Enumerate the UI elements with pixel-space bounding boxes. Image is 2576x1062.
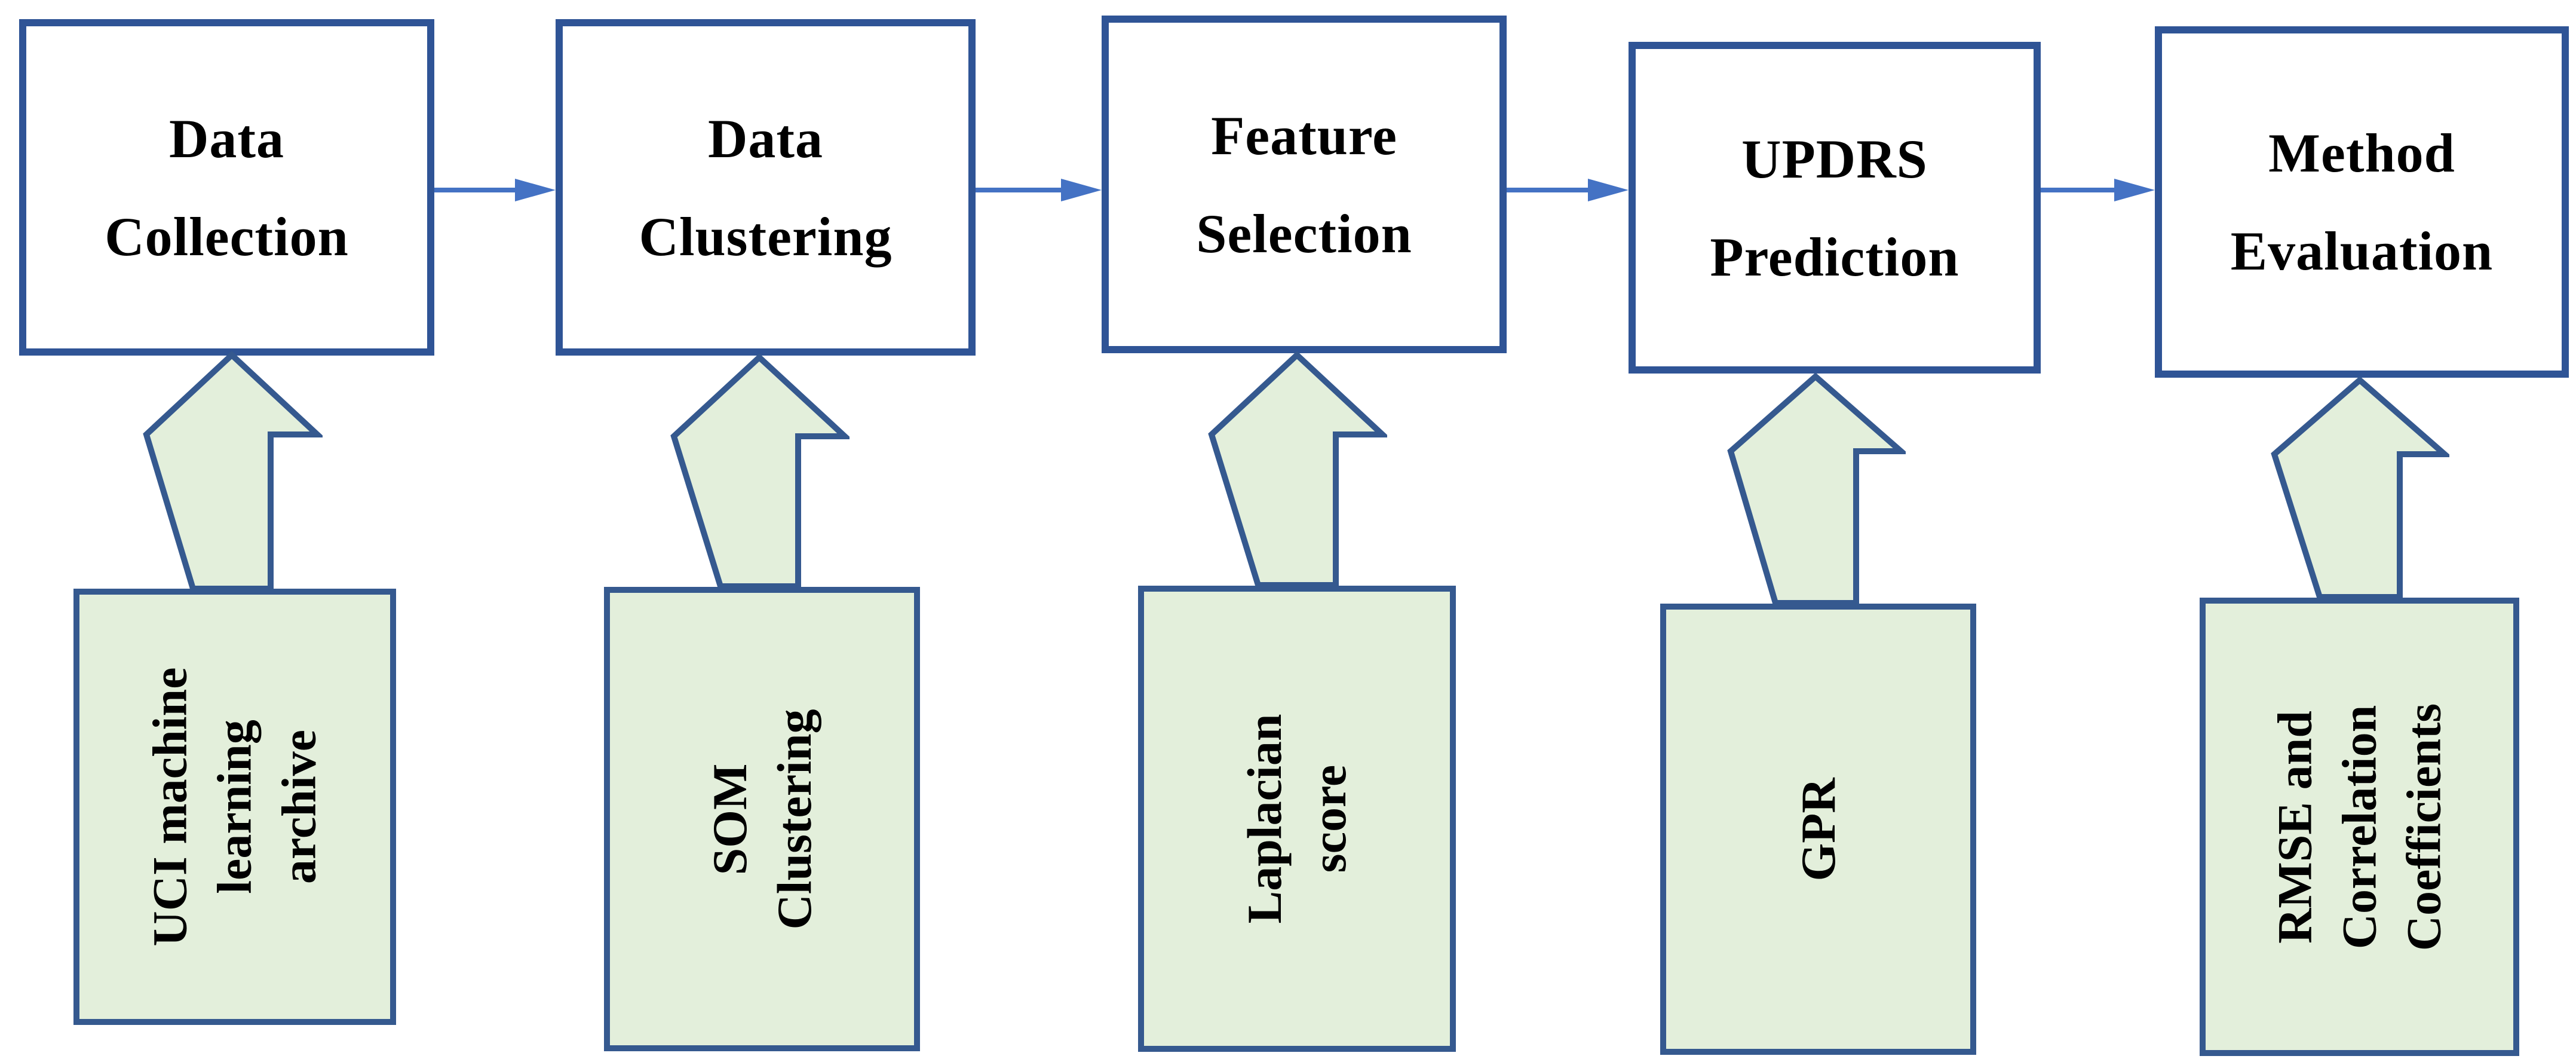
block-arrow-up-2: [670, 354, 850, 589]
connector-arrow-4-5: [2041, 179, 2155, 201]
stage-box-feature-selection: Feature Selection: [1102, 16, 1507, 353]
stage-label-line: UPDRS: [1741, 128, 1928, 189]
stage-box-data-clustering: Data Clustering: [556, 19, 976, 356]
source-label-line: Correlation: [2332, 705, 2387, 949]
source-label: GPR: [1786, 778, 1850, 881]
connector-arrow-1-2: [434, 179, 556, 201]
stage-box-updrs-prediction: UPDRS Prediction: [1629, 42, 2041, 374]
source-box-gpr: GPR: [1660, 604, 1976, 1055]
connector-arrow-2-3: [976, 179, 1102, 201]
source-label: UCI machine learning archive: [138, 668, 332, 947]
stage-label-line: Evaluation: [2230, 221, 2494, 281]
connector-arrow-3-4: [1507, 179, 1629, 201]
source-label-line: Laplacian: [1237, 714, 1292, 924]
source-label-line: archive: [272, 729, 327, 885]
stage-box-data-collection: Data Collection: [19, 19, 434, 356]
block-arrow-up-3: [1208, 351, 1387, 588]
stage-label-line: Data: [707, 108, 824, 169]
source-box-som-clustering: SOM Clustering: [604, 587, 920, 1051]
source-box-rmse-correlation: RMSE and Correlation Coefficients: [2200, 598, 2519, 1056]
source-label: SOM Clustering: [697, 709, 826, 929]
stage-label-line: Method: [2268, 123, 2455, 183]
block-arrow-up-5: [2271, 377, 2449, 600]
source-label: RMSE and Correlation Coefficients: [2262, 703, 2457, 950]
stage-label-line: Collection: [105, 206, 349, 267]
stage-label-line: Selection: [1196, 203, 1412, 264]
block-arrow-up-4: [1727, 373, 1906, 606]
source-label: Laplacian score: [1232, 714, 1361, 924]
block-arrow-up-1: [143, 351, 323, 592]
stage-box-method-evaluation: Method Evaluation: [2155, 26, 2569, 378]
stage-label-line: Data: [168, 108, 285, 169]
source-label-line: Clustering: [766, 709, 821, 929]
source-label-line: learning: [207, 720, 262, 894]
source-label-line: Coefficients: [2396, 703, 2451, 951]
source-box-laplacian-score: Laplacian score: [1138, 586, 1456, 1052]
source-box-uci-archive: UCI machine learning archive: [73, 589, 396, 1025]
stage-label-line: Clustering: [639, 206, 893, 267]
source-label-line: UCI machine: [142, 667, 197, 947]
source-label-line: SOM: [702, 763, 757, 875]
stage-label-line: Feature: [1211, 105, 1397, 166]
source-label-line: GPR: [1790, 777, 1845, 882]
stage-label-line: Prediction: [1710, 226, 1959, 287]
source-label-line: RMSE and: [2267, 710, 2322, 944]
source-label-line: score: [1302, 764, 1356, 873]
